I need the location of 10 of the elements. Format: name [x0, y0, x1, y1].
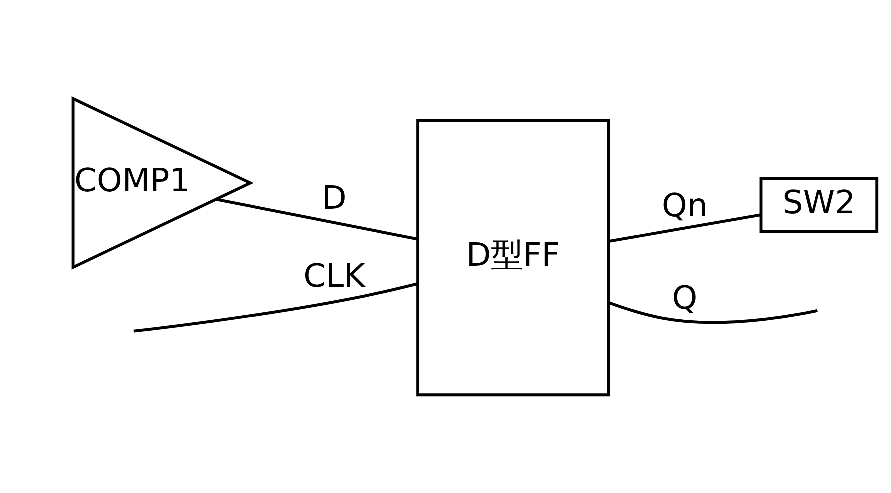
- connector: [608, 300, 818, 324]
- edge-label: Qn: [662, 186, 708, 224]
- edge-label: D: [322, 178, 347, 217]
- connector: [608, 213, 762, 243]
- edge-label: CLK: [304, 256, 366, 294]
- node-box: D型FF: [416, 118, 610, 396]
- connector: [216, 198, 418, 240]
- connector: [134, 282, 418, 332]
- node-box: SW2: [760, 176, 879, 233]
- edge-label: Q: [672, 278, 698, 316]
